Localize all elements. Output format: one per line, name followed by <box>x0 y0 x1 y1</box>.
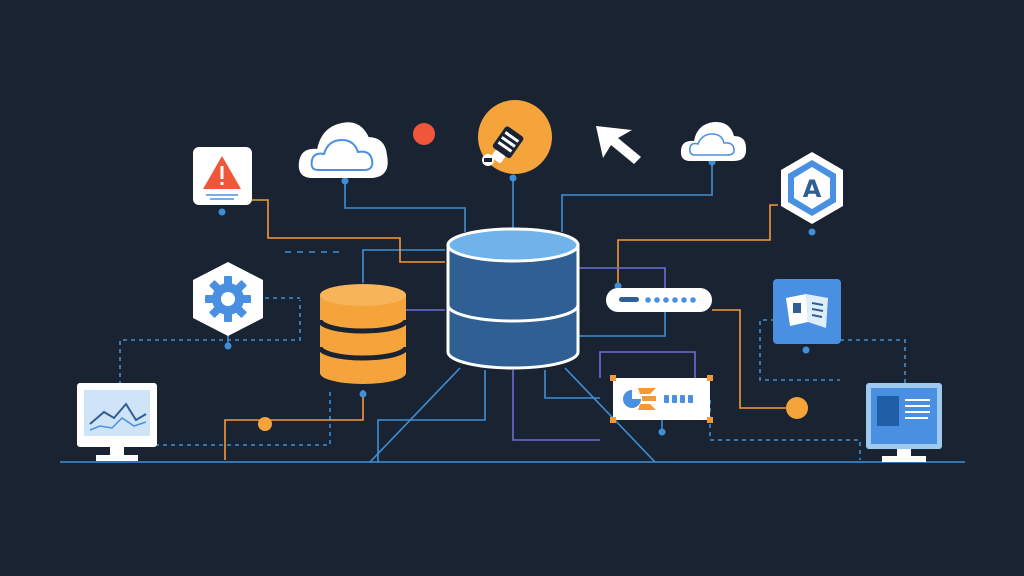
connector-dot <box>218 208 226 216</box>
connector-orange-db-down <box>224 390 364 460</box>
cursor[interactable] <box>596 126 641 164</box>
cloud-icon <box>680 121 747 161</box>
lightbulb[interactable] <box>478 100 552 174</box>
cloud-left[interactable] <box>298 122 388 178</box>
monitor-left[interactable] <box>77 383 157 461</box>
connector-document-left <box>759 319 840 381</box>
orange-endpoint-dot <box>786 397 808 419</box>
connector-dot <box>341 177 349 185</box>
connector-central-mid <box>512 370 600 441</box>
connector-monitor-left-low <box>155 390 331 446</box>
connector-document <box>840 339 906 385</box>
connector-cloud-right <box>561 162 713 232</box>
connector-progress-right <box>709 400 861 460</box>
orange-database[interactable] <box>317 284 409 384</box>
connector-dot <box>509 174 517 182</box>
gear-icon <box>205 276 251 322</box>
alert-card[interactable] <box>193 147 252 205</box>
router-pill[interactable] <box>606 288 712 312</box>
connector-dot <box>808 228 816 236</box>
central-database[interactable] <box>446 227 580 370</box>
monitor-right[interactable] <box>866 383 942 462</box>
connector-central-mid-right <box>544 370 600 399</box>
cursor-icon <box>596 126 641 164</box>
router-icon <box>619 297 696 303</box>
orange-accent-dot-small <box>258 417 272 431</box>
connector-dot <box>658 428 666 436</box>
connector-cloud-left <box>344 180 466 232</box>
lightbulb-icon <box>482 126 524 166</box>
connector-router-left <box>575 267 666 290</box>
connector-dot <box>614 282 622 290</box>
connector-alert <box>252 199 445 263</box>
progress-card-icon <box>623 388 693 410</box>
connector-dot <box>359 390 367 398</box>
warning-icon <box>203 156 241 189</box>
connector-progress-top <box>599 351 696 378</box>
monitor-chart-icon <box>89 402 147 431</box>
connector-letter-badge <box>617 204 778 285</box>
connection-lines <box>60 162 965 463</box>
progress-card[interactable] <box>610 375 713 423</box>
database-icon <box>446 227 580 370</box>
orange-accent-dot <box>413 123 435 145</box>
connector-orange-db-up <box>362 249 445 283</box>
letter-badge[interactable]: A <box>781 152 843 224</box>
document-icon <box>786 294 828 328</box>
letter-a-icon: A <box>803 175 822 203</box>
connector-central-right <box>564 367 656 463</box>
connector-dot <box>802 346 810 354</box>
monitor-document-icon <box>877 396 930 426</box>
connector-dot <box>224 342 232 350</box>
cloud-icon <box>298 122 388 178</box>
cloud-right[interactable] <box>680 121 747 161</box>
connector-central-mid-left <box>377 370 486 462</box>
database-icon <box>317 284 409 384</box>
settings-hexagon[interactable] <box>193 262 263 336</box>
connector-router-down <box>578 312 666 337</box>
connector-router-right <box>712 309 795 409</box>
connector-central-left <box>369 367 461 463</box>
document-card[interactable] <box>773 279 841 344</box>
